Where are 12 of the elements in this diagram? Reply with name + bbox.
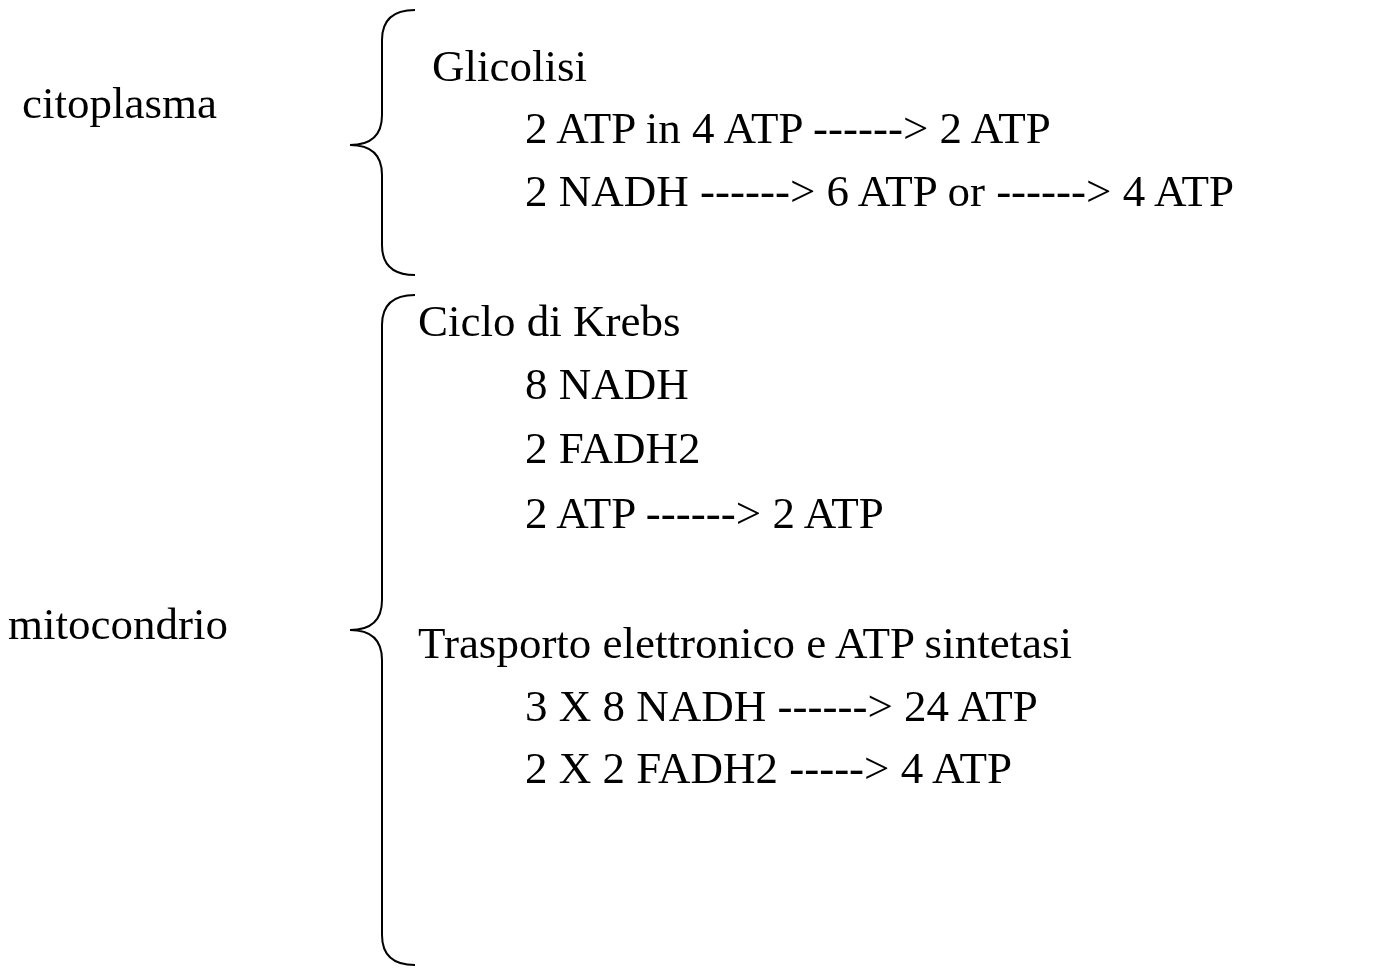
text-label: mitocondrio: [8, 602, 228, 647]
text-label: 3 X 8 NADH ------> 24 ATP: [525, 684, 1038, 729]
text-label: 2 NADH ------> 6 ATP or ------> 4 ATP: [525, 169, 1234, 214]
text-label: Trasporto elettronico e ATP sintetasi: [418, 621, 1073, 666]
text-label: 2 FADH2: [525, 426, 701, 471]
text-label: Glicolisi: [432, 44, 587, 89]
text-label: Ciclo di Krebs: [418, 299, 681, 344]
text-label: 2 X 2 FADH2 -----> 4 ATP: [525, 746, 1013, 791]
text-label: 8 NADH: [525, 362, 689, 407]
text-label: 2 ATP ------> 2 ATP: [525, 491, 884, 536]
text-label: citoplasma: [22, 81, 217, 126]
text-label: 2 ATP in 4 ATP ------> 2 ATP: [525, 106, 1051, 151]
